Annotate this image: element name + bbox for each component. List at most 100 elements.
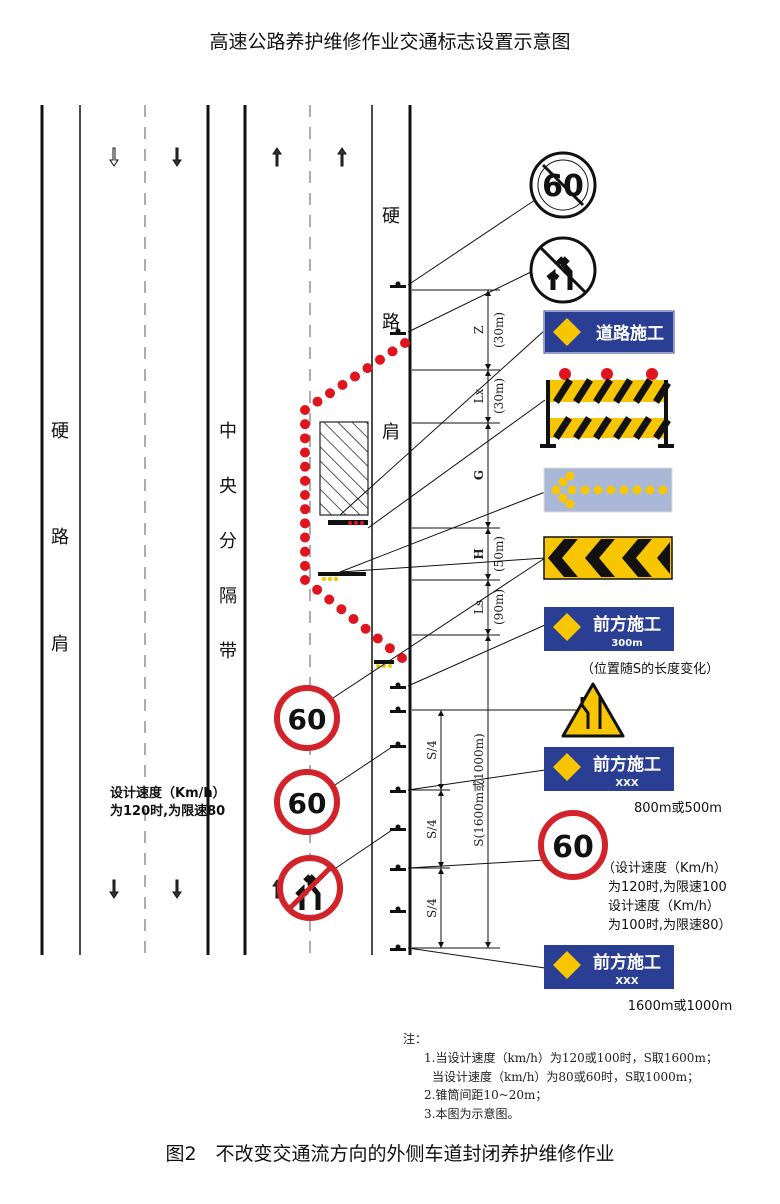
sign-post-head	[395, 682, 401, 688]
traffic-cone	[362, 363, 373, 374]
position-note: （位置随S的长度变化）	[581, 661, 719, 677]
sign-post-head	[395, 281, 401, 287]
sign-post-head	[395, 786, 401, 792]
right-shoulder-label: 硬 路 肩	[382, 206, 400, 443]
notes: 注： 1.当设计速度（km/h）为120或100时，S取1600m； 当设计速度…	[403, 1031, 718, 1121]
svg-text:Z: Z	[472, 326, 486, 334]
svg-text:设计速度（Km/h）: 设计速度（Km/h）	[110, 785, 226, 801]
traffic-cone	[300, 546, 310, 557]
speed-limit-sign-left-a: 60	[274, 685, 340, 751]
svg-text:S(1600m或1000m): S(1600m或1000m)	[472, 733, 486, 846]
traffic-cone	[348, 614, 359, 624]
traffic-cone	[300, 532, 310, 543]
traffic-cone	[300, 419, 310, 430]
svg-text:路: 路	[382, 312, 400, 333]
traffic-cone	[375, 354, 385, 365]
traffic-cone	[300, 504, 310, 515]
figure-caption: 图2 不改变交通流方向的外侧车道封闭养护维修作业	[165, 1143, 614, 1165]
barrier	[540, 368, 674, 448]
speed-limit-sign: 60	[538, 810, 608, 880]
sign-post-head	[395, 328, 401, 334]
traffic-cone	[300, 575, 310, 585]
svg-text:硬: 硬	[382, 206, 400, 227]
traffic-cone	[300, 447, 310, 458]
traffic-cone	[387, 346, 398, 357]
arrow-board-light	[567, 485, 577, 495]
end-speed-limit-sign: 60	[529, 151, 597, 219]
svg-text:央: 央	[219, 476, 237, 497]
lane-arrows	[109, 147, 347, 899]
svg-text:(90m): (90m)	[492, 589, 506, 625]
arrow-board-light	[558, 493, 568, 503]
cone-taper	[300, 338, 410, 663]
worker-icon	[553, 613, 581, 641]
arrow-board-light	[551, 485, 561, 495]
svg-text:1.当设计速度（km/h）为120或100时，S取1600m: 1.当设计速度（km/h）为120或100时，S取1600m；	[424, 1050, 718, 1065]
work-ahead-sign-2: 前方施工 XXX	[544, 945, 674, 989]
worker-icon	[553, 753, 581, 781]
worker-icon	[553, 318, 581, 346]
dimension-lines	[412, 289, 590, 949]
traffic-cone	[337, 379, 348, 390]
worker-icon	[553, 951, 581, 979]
lane-narrows-sign	[561, 682, 625, 738]
svg-text:中: 中	[219, 421, 237, 442]
arrow-board-light	[606, 485, 616, 495]
arrow-board-light	[565, 471, 575, 481]
traffic-cone	[400, 338, 410, 348]
svg-text:XXX: XXX	[615, 976, 638, 987]
svg-text:(30m): (30m)	[492, 378, 506, 414]
svg-text:分: 分	[219, 531, 237, 552]
traffic-cone	[384, 643, 395, 654]
svg-text:为120时,为限速100: 为120时,为限速100	[608, 880, 727, 895]
traffic-cone	[300, 560, 310, 571]
arrow-board-light	[565, 499, 575, 509]
svg-text:路: 路	[51, 527, 69, 548]
arrow-board	[543, 467, 673, 513]
traffic-cone	[397, 653, 407, 663]
end-no-overtaking-sign	[529, 236, 597, 304]
work-area	[319, 421, 369, 516]
speed-limit-sign-left-b: 60	[274, 769, 340, 835]
svg-text:隔: 隔	[219, 586, 237, 607]
arrow-board-light	[558, 477, 568, 487]
svg-text:道路施工: 道路施工	[596, 323, 664, 344]
chevron-board	[543, 536, 673, 580]
shoulder-sign-posts	[390, 281, 406, 951]
distance-800: 800m或500m	[634, 801, 722, 816]
svg-text:G: G	[472, 470, 486, 480]
arrow-board-light	[619, 485, 629, 495]
sign-post-head	[395, 906, 401, 912]
vehicle-lights	[318, 520, 394, 668]
traffic-cone	[312, 396, 323, 407]
svg-text:当设计速度（km/h）为80或60时，S取1000m；: 当设计速度（km/h）为80或60时，S取1000m；	[432, 1069, 699, 1084]
traffic-cone	[350, 371, 360, 382]
svg-text:为120时,为限速80: 为120时,为限速80	[110, 803, 225, 819]
traffic-cone	[324, 594, 335, 605]
sign-post-head	[395, 944, 401, 950]
distance-1600: 1600m或1000m	[628, 999, 733, 1014]
svg-text:60: 60	[288, 787, 327, 820]
svg-text:2.锥筒间距10~20m；: 2.锥筒间距10~20m；	[424, 1087, 547, 1102]
svg-text:带: 带	[219, 641, 237, 662]
traffic-cone	[336, 604, 347, 615]
svg-text:Lx: Lx	[472, 388, 486, 403]
traffic-cone	[325, 388, 335, 399]
traffic-cone	[300, 461, 310, 472]
no-overtaking-sign	[277, 855, 343, 921]
traffic-cone	[300, 518, 310, 529]
sign-post-head	[395, 741, 401, 747]
svg-text:肩: 肩	[51, 634, 69, 655]
svg-text:注：: 注：	[403, 1031, 427, 1046]
arrow-board-light	[632, 485, 642, 495]
traffic-cone	[300, 433, 310, 444]
svg-text:(30m): (30m)	[492, 312, 506, 348]
svg-text:设计速度（Km/h）: 设计速度（Km/h）	[608, 898, 720, 914]
work-ahead-sign-1: 前方施工 XXX	[544, 747, 674, 791]
svg-text:60: 60	[288, 703, 327, 736]
traffic-cone	[360, 623, 371, 634]
traffic-cone	[300, 490, 310, 500]
svg-text:S/4: S/4	[425, 898, 439, 918]
svg-text:硬: 硬	[51, 421, 69, 442]
